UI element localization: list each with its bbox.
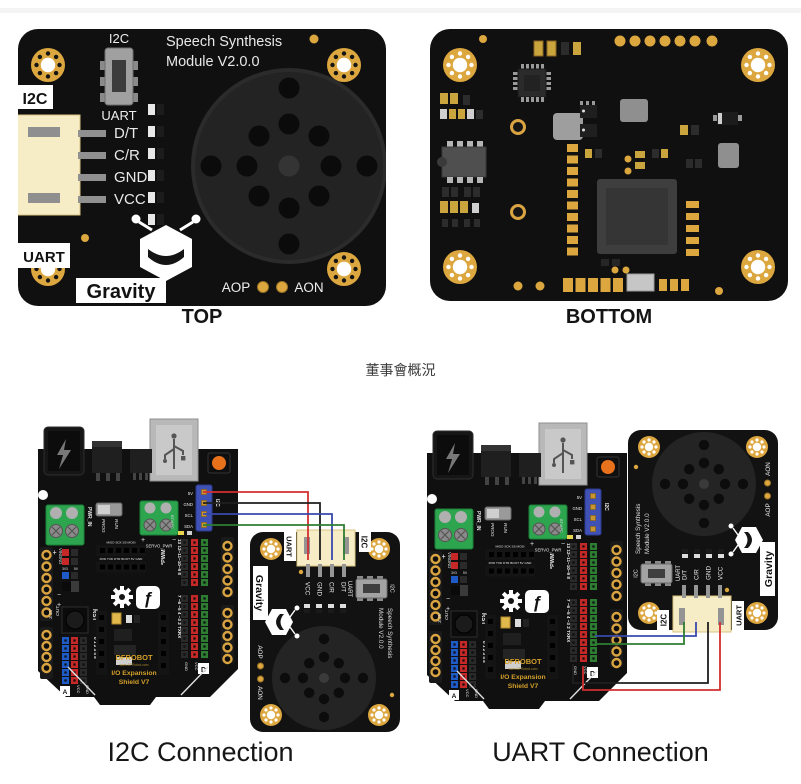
edge-uart-label: UART [23,249,65,266]
pin-gnd: GND [114,169,148,186]
pin-cr: C/R [114,147,140,164]
io-expansion-board [427,423,627,709]
top-view-caption: TOP [181,306,223,328]
pin-vcc: VCC [114,191,146,208]
aon-label: AON [294,280,323,295]
module-bottom-view [430,29,788,301]
bottom-components [437,35,742,295]
wire-5v-to-vcc [203,491,309,560]
uart-connection-diagram [400,400,801,740]
wire-sda-to-dt [203,524,345,560]
bee-logo-icon [131,214,201,281]
io-expansion-board [38,419,238,705]
wire-scl-to-cr [203,513,333,560]
speech-module [250,530,400,732]
aop-pad [257,281,269,293]
mount-hole [327,48,361,82]
center-note: 董事會概況 [365,362,436,378]
mount-hole [31,48,65,82]
smd-parts [148,104,164,225]
i2c-caption: I2C Connection [107,737,294,767]
mode-switch [100,47,138,106]
wire-vcc-to-vcc [582,622,721,691]
wire-gnd-to-gnd [203,502,321,560]
module-top-view: I2C UART Speech Synthesis Module V2.0.0 … [18,29,386,306]
top-divider [0,8,801,13]
pin-dt: D/T [114,125,138,142]
speech-module [628,430,778,632]
speaker [191,68,386,264]
wire-gnd-to-gnd [572,622,709,684]
aon-pad [276,281,288,293]
i2c-connection-diagram [0,400,401,740]
switch-uart-label: UART [101,108,136,123]
switch-i2c-label: I2C [109,31,129,46]
module-title-1: Speech Synthesis [166,34,282,50]
edge-i2c-label: I2C [23,91,48,108]
bottom-view-caption: BOTTOM [565,306,653,328]
wire-dt-to-d2 [595,622,685,645]
mount-hole [327,252,361,286]
aop-label: AOP [222,280,251,295]
wire-cr-to-d3 [595,622,697,637]
gravity-connector [18,114,106,216]
gravity-brand: Gravity [87,281,157,303]
module-title-2: Module V2.0.0 [166,54,260,70]
uart-caption: UART Connection [492,737,709,767]
